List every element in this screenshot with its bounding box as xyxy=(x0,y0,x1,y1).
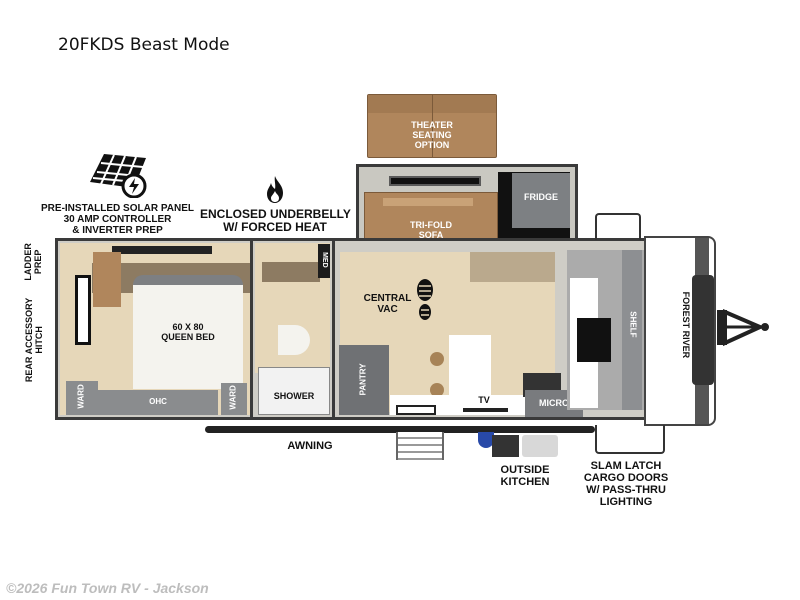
brand-label: FOREST RIVER xyxy=(680,291,691,359)
awning-label: AWNING xyxy=(287,440,333,452)
toilet xyxy=(278,325,310,355)
underbelly-line-1: ENCLOSED UNDERBELLY xyxy=(200,207,351,221)
theater-line-2: SEATING xyxy=(412,129,452,140)
pantry: PANTRY xyxy=(339,345,389,415)
central-vac-line-2: VAC xyxy=(377,304,398,315)
bed-label: 60 X 80 QUEEN BED xyxy=(133,322,243,343)
stool-2 xyxy=(430,383,444,397)
awning xyxy=(205,426,595,433)
shower: SHOWER xyxy=(258,367,330,415)
outside-kitchen-label: OUTSIDE KITCHEN xyxy=(490,464,560,488)
sofa-line-1: TRI-FOLD xyxy=(410,220,452,230)
hitch-line-2: HITCH xyxy=(34,326,44,354)
outside-fridge xyxy=(522,435,558,457)
cargo-line-1: SLAM LATCH xyxy=(590,460,662,472)
bed-line-2: QUEEN BED xyxy=(161,331,215,342)
ward-left-label: WARD xyxy=(76,384,86,409)
outside-kitchen-line-1: OUTSIDE xyxy=(500,464,550,476)
pantry-label: PANTRY xyxy=(358,363,368,396)
micro-label: MICRO xyxy=(539,398,569,408)
solar-panel-icon xyxy=(88,152,152,199)
cargo-line-2: CARGO DOORS xyxy=(583,472,669,485)
tv xyxy=(463,408,508,412)
overhead-cabinet: OHC xyxy=(98,390,218,415)
ladder-prep-label: LADDER PREP xyxy=(23,237,44,287)
copyright-footer: ©2026 Fun Town RV - Jackson xyxy=(6,580,209,596)
solar-line-2: 30 AMP CONTROLLER xyxy=(63,214,172,225)
cargo-line-4: LIGHTING xyxy=(599,496,653,509)
theater-seating-option: THEATER SEATING OPTION xyxy=(367,94,497,158)
sofa-label: TRI-FOLD SOFA xyxy=(365,220,497,241)
kitchen-counter xyxy=(390,395,550,415)
rear-hitch-label: REAR ACCESSORY HITCH xyxy=(24,296,45,384)
theater-label: THEATER SEATING OPTION xyxy=(368,120,496,151)
footprint-icon xyxy=(416,279,434,321)
sofa-line-2: SOFA xyxy=(418,229,444,240)
med-label: MED xyxy=(320,252,328,268)
shelf-label: SHELF xyxy=(628,311,638,338)
theater-line-1: THEATER xyxy=(411,120,453,130)
cargo-doors-label: SLAM LATCH CARGO DOORS W/ PASS-THRU LIGH… xyxy=(580,460,672,508)
bedroom-skylight xyxy=(112,246,212,254)
trailer-hitch xyxy=(715,300,770,355)
stool-1 xyxy=(430,352,444,366)
ladder-line-2: PREP xyxy=(33,249,43,275)
ohc-label: OHC xyxy=(149,397,167,406)
solar-line-3: & INVERTER PREP xyxy=(72,225,163,236)
front-cargo-bracket xyxy=(595,213,641,240)
ward-right-label: WARD xyxy=(228,385,238,410)
fridge-label: FRIDGE xyxy=(523,192,558,202)
tv-label: TV xyxy=(478,395,490,405)
bedroom-window xyxy=(75,275,91,345)
entry-steps xyxy=(396,432,444,460)
medicine-cabinet: MED xyxy=(318,244,330,278)
solar-line-1: PRE-INSTALLED SOLAR PANEL xyxy=(41,203,194,214)
shower-label: SHOWER xyxy=(273,391,315,401)
outside-grill xyxy=(492,435,519,457)
theater-line-3: OPTION xyxy=(414,139,450,150)
solar-feature-label: PRE-INSTALLED SOLAR PANEL 30 AMP CONTROL… xyxy=(40,203,195,236)
propane-cover xyxy=(692,275,714,385)
theater-seat-divider xyxy=(432,95,433,157)
slide-window xyxy=(389,176,481,186)
cargo-door-bracket xyxy=(595,425,665,454)
outside-kitchen-line-2: KITCHEN xyxy=(500,476,550,489)
bathroom-counter xyxy=(262,262,320,282)
wardrobe-right: WARD xyxy=(221,383,247,415)
cargo-line-3: W/ PASS-THRU xyxy=(586,484,666,497)
central-vac-label: CENTRAL VAC xyxy=(360,293,415,315)
underbelly-feature-label: ENCLOSED UNDERBELLY W/ FORCED HEAT xyxy=(200,207,351,235)
sofa-cushion-top xyxy=(383,198,473,206)
living-floor-shade xyxy=(470,252,555,282)
fridge: FRIDGE xyxy=(512,173,570,228)
bedroom-nightstand xyxy=(93,252,121,307)
flame-icon xyxy=(265,176,285,204)
shelf: SHELF xyxy=(622,250,642,410)
floorplan-title: 20FKDS Beast Mode xyxy=(58,35,230,55)
sink xyxy=(396,405,436,415)
bed-line-1: 60 X 80 xyxy=(172,322,204,332)
queen-bed: 60 X 80 QUEEN BED xyxy=(133,275,243,389)
central-vac-line-1: CENTRAL xyxy=(363,293,412,304)
underbelly-line-2: W/ FORCED HEAT xyxy=(223,220,327,235)
wardrobe-left: WARD xyxy=(66,381,98,415)
sewer-hose xyxy=(478,432,494,448)
front-box xyxy=(577,318,611,362)
